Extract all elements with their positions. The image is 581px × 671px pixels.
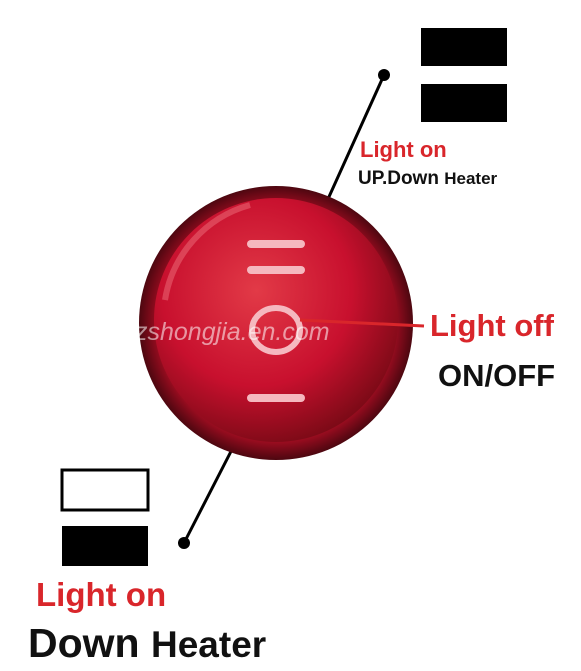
bottom-mode-suffix: Heater	[151, 624, 267, 665]
middle-mode-label: ON/OFF	[438, 358, 556, 393]
top-status-label: Light on	[360, 137, 447, 162]
switch-off-ring-mark	[249, 305, 303, 355]
middle-leader-line	[299, 318, 425, 328]
bottom-mode-label: Down Heater	[28, 620, 266, 667]
bottom-symbol-icon	[60, 468, 150, 566]
top-mode-suffix: Heater	[444, 169, 498, 188]
bottom-leader-dot	[178, 537, 190, 549]
switch-double-bar-mark	[247, 240, 305, 248]
switch-single-bar-mark	[247, 394, 305, 402]
bottom-status-label: Light on	[36, 576, 167, 613]
top-leader-dot	[378, 69, 390, 81]
watermark-text: zshongjia.en.com	[135, 318, 330, 346]
middle-status-label: Light off	[430, 308, 554, 343]
top-mode-label: UP.Down Heater	[358, 168, 497, 190]
top-symbol-icon	[421, 28, 507, 122]
bottom-mode-prefix: Down	[28, 620, 140, 666]
rocker-switch-round-icon	[139, 186, 413, 460]
top-mode-prefix: UP.Down	[358, 168, 439, 189]
